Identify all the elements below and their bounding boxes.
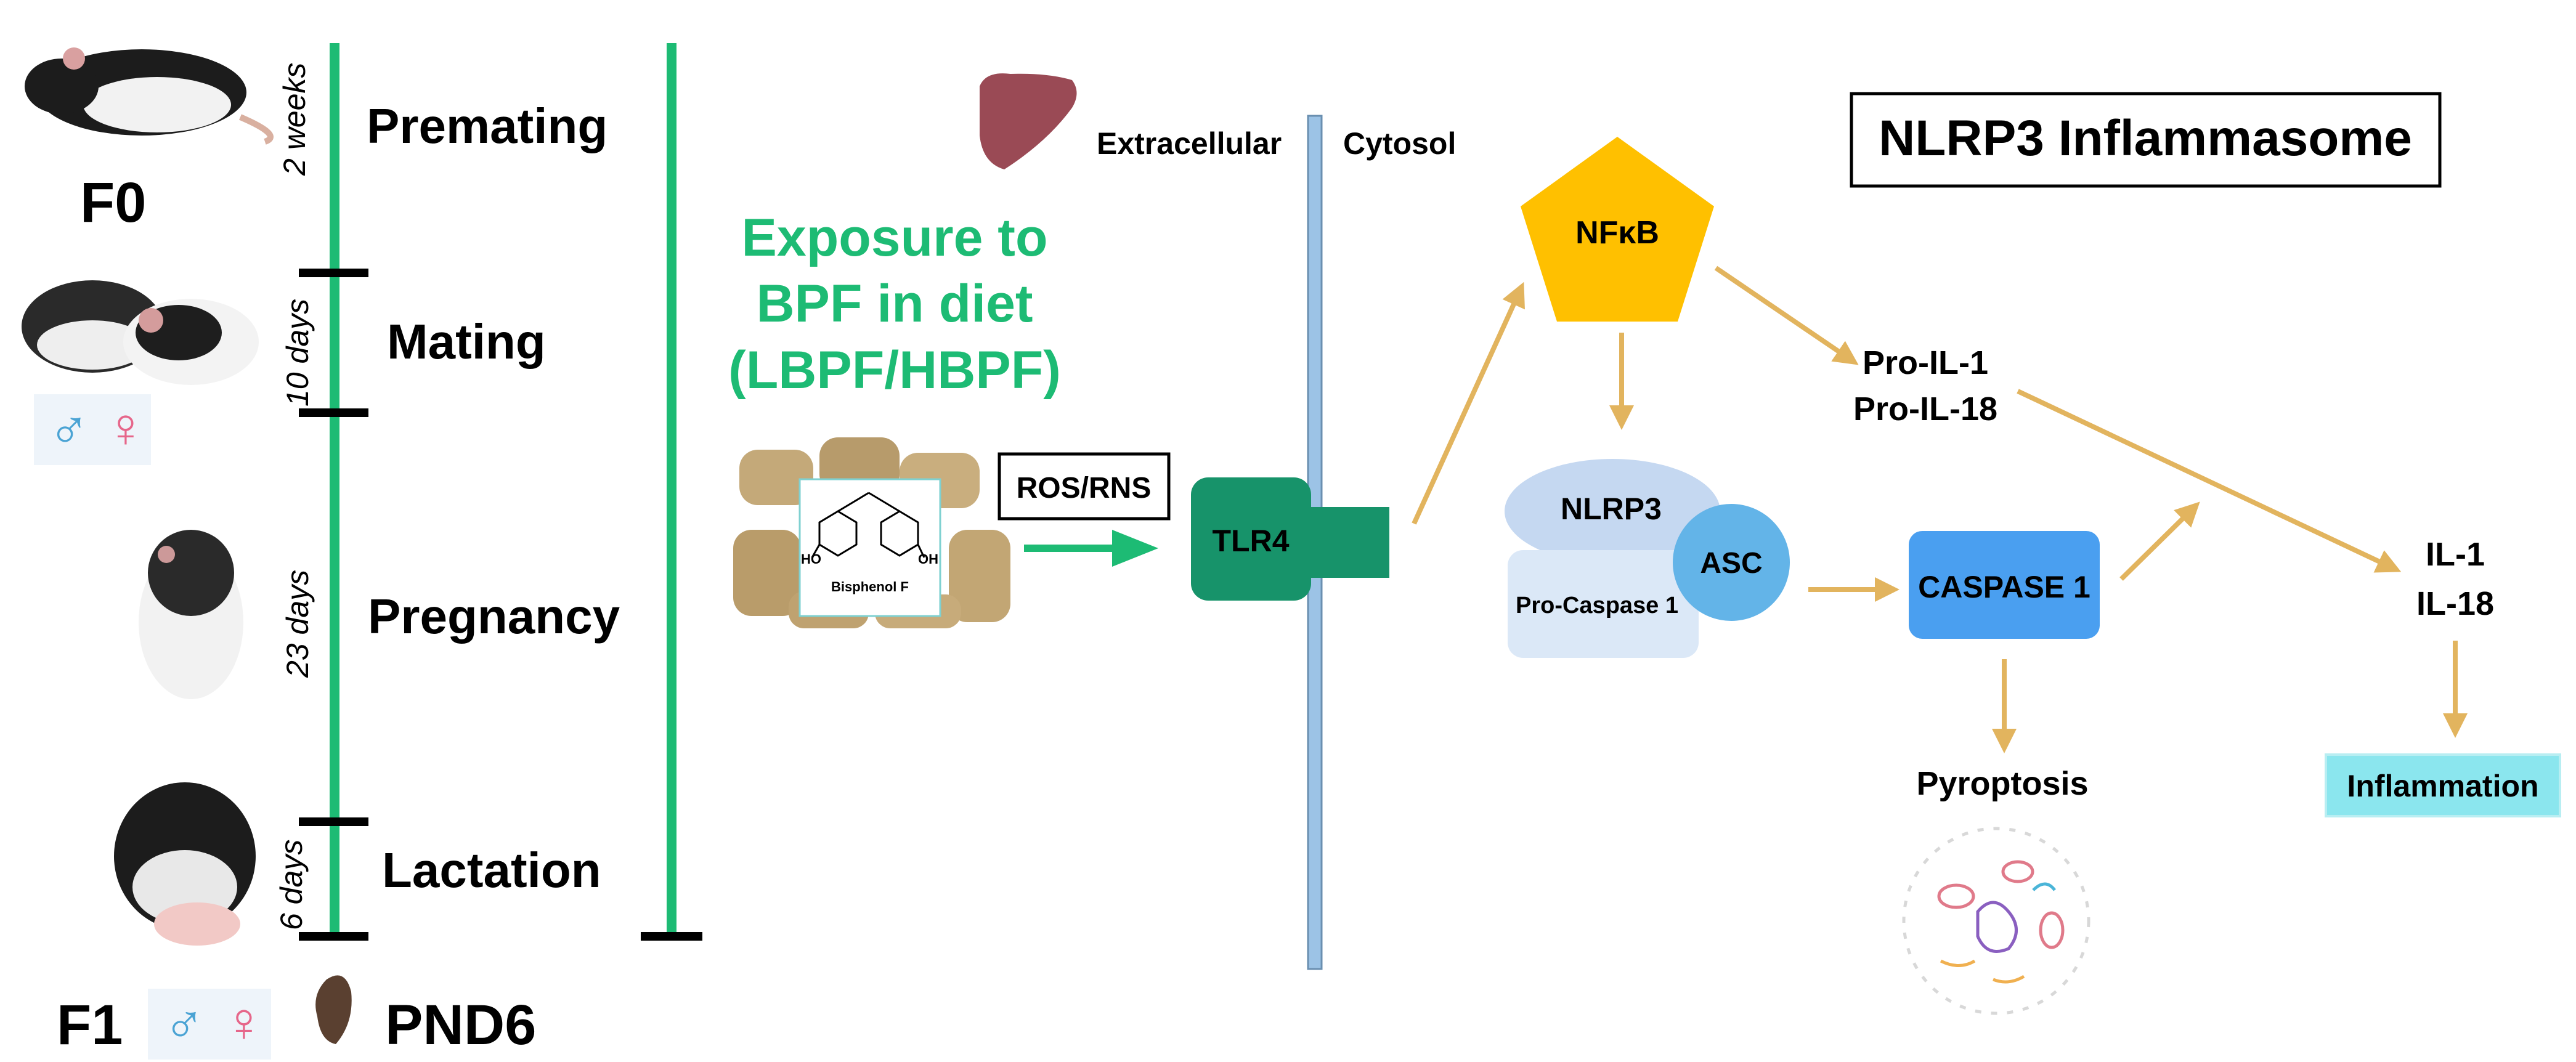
il1-label: IL-1: [2426, 536, 2485, 573]
rat-image-pregnancy: [139, 530, 243, 699]
phase-mating: Mating: [387, 314, 546, 369]
caspase1-node: [1909, 531, 2100, 639]
pyroptosis-cell-icon: [1902, 827, 2090, 1015]
nlrp3-label: NLRP3: [1561, 492, 1662, 526]
duration-premating: 2 weeks: [277, 63, 312, 176]
arrow-nfkb-proil: [1714, 266, 1859, 365]
liver-icon: [980, 73, 1077, 169]
inflammation-label: Inflammation: [2347, 769, 2538, 803]
ros-rns-label: ROS/RNS: [1017, 472, 1152, 505]
ros-arrow-head: [1112, 530, 1158, 567]
rat-image-f0: [25, 47, 274, 145]
duration-pregnancy: 23 days: [280, 570, 315, 678]
pro-caspase-label: Pro-Caspase 1: [1516, 593, 1678, 618]
rat-image-mating: [22, 280, 259, 385]
tlr4-label: TLR4: [1213, 524, 1290, 558]
pyroptosis-label: Pyroptosis: [1916, 765, 2088, 802]
sex-symbols-box-f0: [34, 394, 151, 465]
diagram-title: NLRP3 Inflammasome: [1879, 110, 2412, 166]
generation-f1: F1: [57, 994, 123, 1056]
extracellular-label: Extracellular: [1097, 126, 1282, 161]
tlr4-intracellular: [1311, 507, 1389, 578]
pro-il18-label: Pro-IL-18: [1853, 391, 1997, 428]
male-symbol: ♂: [48, 397, 90, 459]
arrow-caspase-cleave: [2119, 501, 2200, 581]
generation-f0: F0: [80, 171, 146, 234]
asc-node: [1673, 504, 1790, 621]
exposure-line-2: BPF in diet: [756, 274, 1033, 333]
phase-premating: Premating: [367, 99, 607, 153]
tlr4-receptor: [1191, 477, 1311, 601]
asc-label: ASC: [1700, 547, 1762, 580]
pnd-label: PND6: [385, 994, 536, 1056]
pro-caspase-node: [1508, 550, 1699, 658]
caspase1-label: CASPASE 1: [1918, 570, 2090, 604]
ros-rns-box: [997, 452, 1171, 521]
il18-label: IL-18: [2416, 585, 2494, 622]
title-box: [1850, 92, 2442, 188]
chem-name: Bisphenol F: [831, 579, 909, 594]
arrow-tlr4-nfkb: [1412, 282, 1525, 525]
male-symbol-f1: ♂: [163, 992, 205, 1053]
inflammation-node: [2325, 753, 2561, 817]
phase-lactation: Lactation: [382, 843, 601, 898]
cytosol-label: Cytosol: [1343, 126, 1456, 161]
female-symbol: ♀: [105, 397, 147, 459]
duration-mating: 10 days: [280, 299, 315, 407]
bisphenol-f-structure: [811, 492, 925, 558]
nfkb-node: [1521, 137, 1714, 322]
sex-symbols-box-f1: [148, 989, 271, 1060]
chem-oh-left: HO: [801, 551, 821, 567]
phase-pregnancy: Pregnancy: [368, 589, 620, 644]
exposure-line-1: Exposure to: [742, 208, 1048, 267]
duration-lactation: 6 days: [274, 840, 309, 930]
rat-image-lactation: [114, 782, 256, 946]
pup-icon: [315, 975, 352, 1044]
female-symbol-f1: ♀: [223, 992, 265, 1053]
exposure-line-3: (LBPF/HBPF): [728, 341, 1061, 400]
pro-il1-label: Pro-IL-1: [1863, 344, 1988, 381]
chem-oh-right: OH: [918, 551, 938, 567]
arrow-proil-il: [2017, 389, 2402, 573]
nfkb-label: NFκB: [1575, 215, 1659, 251]
nlrp3-node: [1505, 459, 1720, 564]
